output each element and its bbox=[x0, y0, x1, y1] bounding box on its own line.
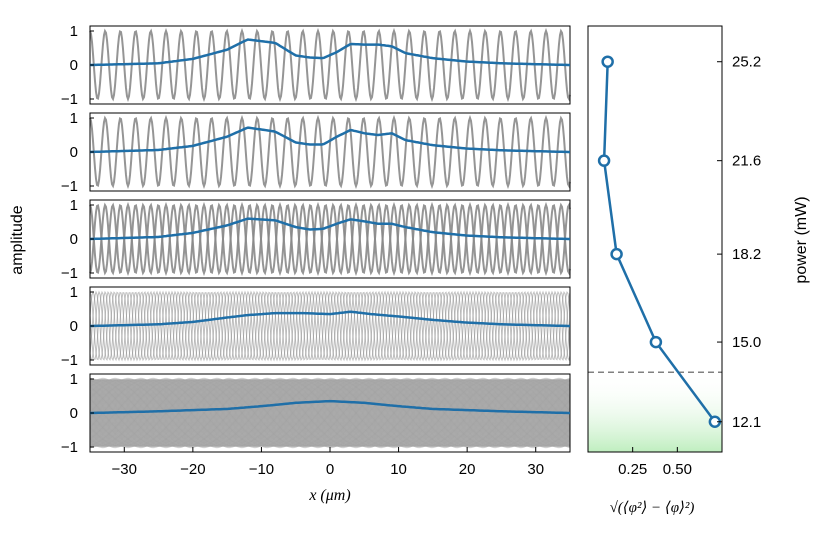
field-trace bbox=[89, 290, 571, 362]
field-trace bbox=[89, 290, 571, 362]
y-tick-label: 0 bbox=[70, 144, 78, 161]
x-axis-label: x(μm) bbox=[308, 487, 350, 504]
envelope-line bbox=[90, 399, 570, 415]
x-tick-label: −10 bbox=[249, 461, 274, 478]
amplitude-panel: −1 0 1 bbox=[61, 197, 571, 282]
y-tick-label: 1 bbox=[70, 197, 78, 214]
y-tick-label: 1 bbox=[70, 284, 78, 301]
envelope-line bbox=[90, 310, 570, 328]
power-point bbox=[649, 335, 663, 349]
power-scatter-panel: 12.1 15.0 18.2 21.6 25.2 0.25 0.50 bbox=[587, 25, 761, 478]
amplitude-panel: −1 0 1 bbox=[61, 110, 571, 195]
x-tick-label: 0 bbox=[326, 461, 334, 478]
envelope-line bbox=[90, 38, 570, 67]
y-tick-label: 0 bbox=[70, 231, 78, 248]
y-tick-label: 1 bbox=[70, 371, 78, 388]
power-tick-label: 21.6 bbox=[732, 153, 761, 170]
threshold-region bbox=[588, 372, 722, 452]
x-tick-label: 20 bbox=[459, 461, 476, 478]
y-tick-label: −1 bbox=[61, 439, 78, 456]
y-tick-label: −1 bbox=[61, 178, 78, 195]
y-tick-label: 1 bbox=[70, 110, 78, 127]
x-tick-label: 10 bbox=[390, 461, 407, 478]
field-trace bbox=[89, 377, 571, 449]
x-tick-label: −20 bbox=[180, 461, 205, 478]
power-tick-label: 18.2 bbox=[732, 246, 761, 263]
field-trace bbox=[89, 377, 571, 449]
amplitude-panel: −1 0 1 bbox=[61, 23, 571, 108]
phase-spread-label: √(⟨φ²⟩ − ⟨φ⟩²) bbox=[610, 500, 695, 516]
amplitude-panel: −1 0 1 bbox=[61, 284, 571, 369]
field-trace bbox=[89, 27, 571, 103]
x-tick-label: 30 bbox=[527, 461, 544, 478]
y-tick-label: −1 bbox=[61, 352, 78, 369]
power-tick-label: 12.1 bbox=[732, 414, 761, 431]
y-axis-label: amplitude bbox=[9, 205, 26, 274]
envelope-line bbox=[89, 217, 570, 241]
power-point bbox=[597, 154, 611, 167]
phase-tick-label: 0.50 bbox=[663, 461, 692, 478]
x-tick-label: −30 bbox=[112, 461, 137, 478]
y-tick-label: 0 bbox=[70, 57, 78, 74]
phase-tick-label: 0.25 bbox=[618, 461, 647, 478]
y-tick-label: 0 bbox=[70, 318, 78, 335]
power-tick-label: 15.0 bbox=[732, 334, 761, 351]
power-point bbox=[610, 247, 623, 261]
x-axis: −30 −20 −10 0 10 20 30 bbox=[112, 447, 544, 478]
power-point bbox=[601, 55, 614, 68]
field-trace bbox=[89, 377, 571, 449]
power-axis-label: power (mW) bbox=[793, 196, 810, 283]
y-tick-label: −1 bbox=[61, 265, 78, 282]
scatter-frame bbox=[587, 25, 723, 453]
field-trace bbox=[89, 114, 571, 190]
envelope-line bbox=[89, 126, 570, 154]
amplitude-panels: −1 0 1 −1 0 1 −1 0 1 −1 0 1 −1 0 1 bbox=[61, 23, 571, 456]
power-tick-label: 25.2 bbox=[732, 54, 761, 71]
y-tick-label: 0 bbox=[70, 405, 78, 422]
y-tick-label: 1 bbox=[70, 23, 78, 40]
y-tick-label: −1 bbox=[61, 91, 78, 108]
field-trace bbox=[89, 377, 571, 449]
power-trend-line bbox=[602, 61, 716, 423]
field-trace bbox=[89, 377, 571, 449]
amplitude-panel: −1 0 1 bbox=[61, 371, 571, 456]
